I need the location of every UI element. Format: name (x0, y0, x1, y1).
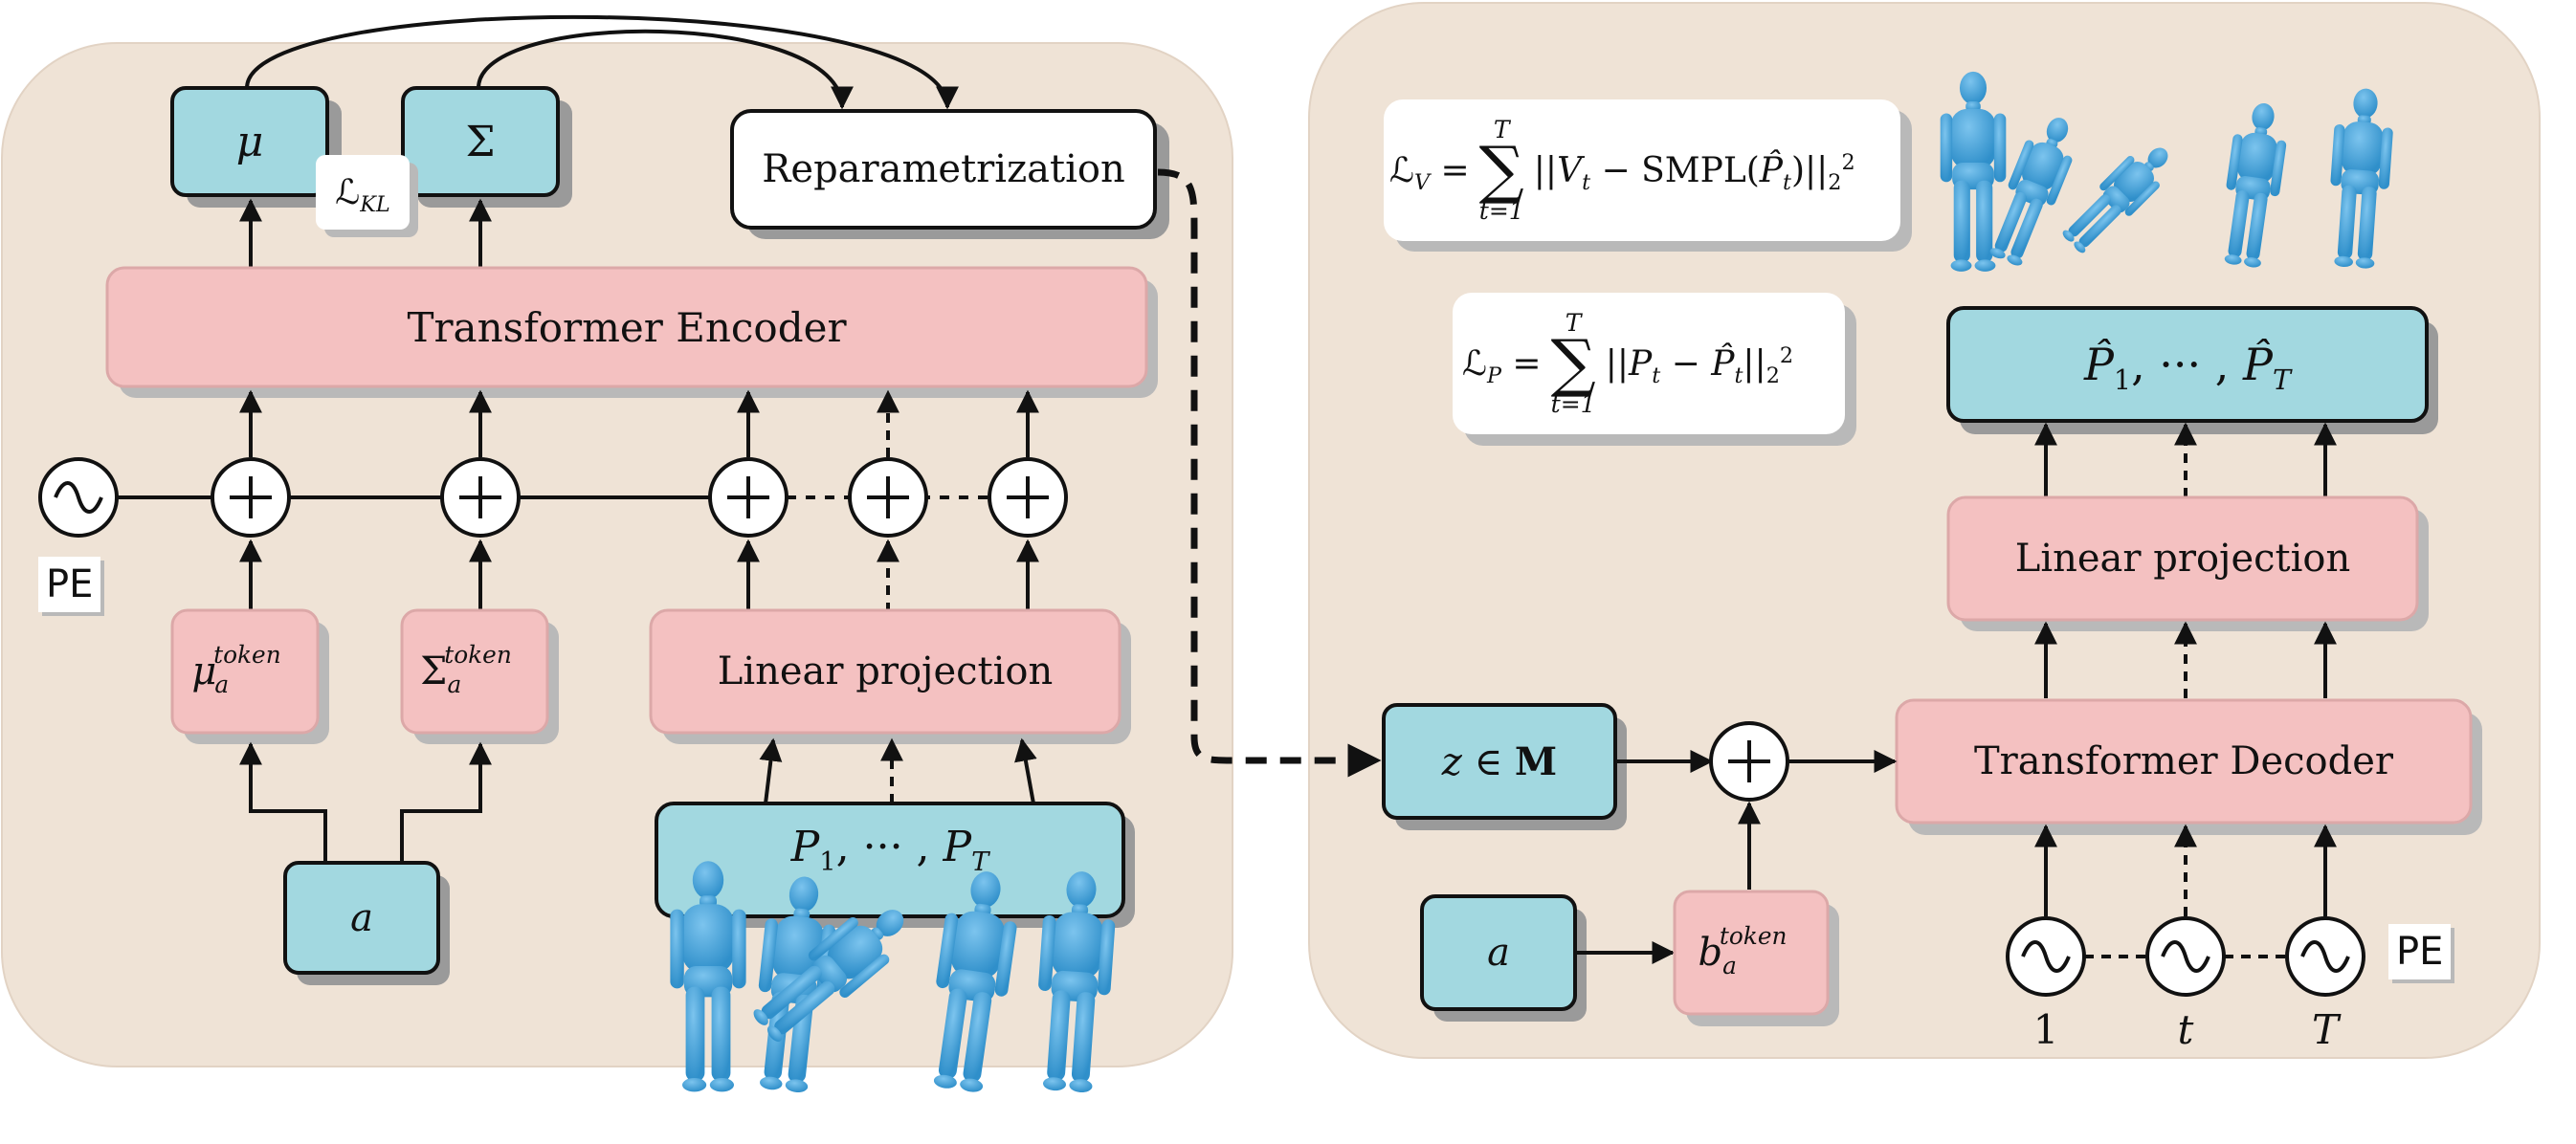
human-body-figure (1038, 871, 1116, 1093)
mu-box (170, 86, 329, 197)
transformer-encoder-box (105, 266, 1148, 388)
pose-figures-encoder (670, 861, 1116, 1093)
kl-box (316, 155, 410, 230)
sigma-label: Σ (465, 117, 496, 166)
adder-icon (988, 457, 1068, 538)
pe-sine-icon (2145, 916, 2226, 997)
sigma-box (401, 86, 560, 197)
pose-loss-box (1453, 293, 1845, 434)
kl-loss-label: ℒKL (316, 155, 410, 230)
reparam-box (730, 109, 1157, 230)
transformer-encoder-label: Transformer Encoder (407, 303, 847, 351)
time-label-t: t (2177, 1005, 2194, 1053)
sigma-token-box (400, 608, 549, 735)
human-body-figure (1940, 71, 2007, 272)
human-body-figure (933, 871, 1017, 1092)
poses-label: P1, ··· , PT (790, 822, 989, 877)
action-box-encoder (283, 861, 440, 975)
pose-loss-formula: ℒP = T∑t=1 ||Pt − P̂t||22 (1462, 309, 1794, 418)
transformer-decoder-label: Transformer Decoder (1973, 739, 2393, 783)
time-label-T: T (2311, 1005, 2339, 1053)
linear-projection-encoder-label: Linear projection (717, 649, 1054, 693)
sigma-to-reparam-arrow (477, 29, 854, 110)
pose-figures-decoder (1940, 71, 2393, 272)
latent-dashed-arrow (1157, 168, 1382, 778)
sigma-token-label: Σatoken (420, 640, 512, 698)
human-body-figure (2224, 102, 2287, 268)
pe-label-encoder: PE (38, 557, 101, 612)
mu-token-label: μatoken (191, 640, 281, 698)
pe-label-decoder: PE (2388, 924, 2452, 979)
human-body-figure (2062, 147, 2168, 253)
human-body-figure (1989, 118, 2073, 266)
linear-projection-decoder-label: Linear projection (2014, 537, 2351, 581)
b-token-box (1673, 890, 1830, 1016)
pe-sine-icon (2006, 916, 2086, 997)
human-body-figure (2330, 88, 2393, 269)
human-body-figure (753, 910, 904, 1042)
vertex-loss-formula: ℒV = T∑t=1 ||Vt − SMPL(P̂t)||22 (1389, 116, 1855, 225)
output-poses-box (1946, 306, 2429, 423)
action-label-decoder: a (1487, 931, 1510, 975)
pe-sine-icon (2285, 916, 2365, 997)
mu-to-reparam-arrow (245, 14, 959, 110)
mu-label: μ (235, 117, 264, 166)
b-token-label: batoken (1698, 921, 1788, 979)
output-poses-label: P̂1, ··· , P̂T (2083, 339, 2292, 397)
time-label-1: 1 (2032, 1005, 2059, 1053)
adder-icon (708, 457, 788, 538)
mu-token-box (170, 608, 320, 735)
reparam-label: Reparametrization (762, 147, 1125, 191)
kl-loss-text: ℒKL (335, 172, 390, 217)
adder-icon (211, 457, 291, 538)
human-body-figure (670, 861, 746, 1092)
adder-icon (848, 457, 928, 538)
latent-z-label: z ∈ M (1441, 738, 1558, 784)
linear-projection-encoder-box (649, 608, 1121, 735)
adder-icon (1709, 721, 1789, 802)
action-label-encoder: a (350, 895, 373, 940)
adder-icon (440, 457, 521, 538)
vertex-loss-box (1384, 99, 1900, 241)
linear-projection-decoder-box (1946, 495, 2419, 622)
